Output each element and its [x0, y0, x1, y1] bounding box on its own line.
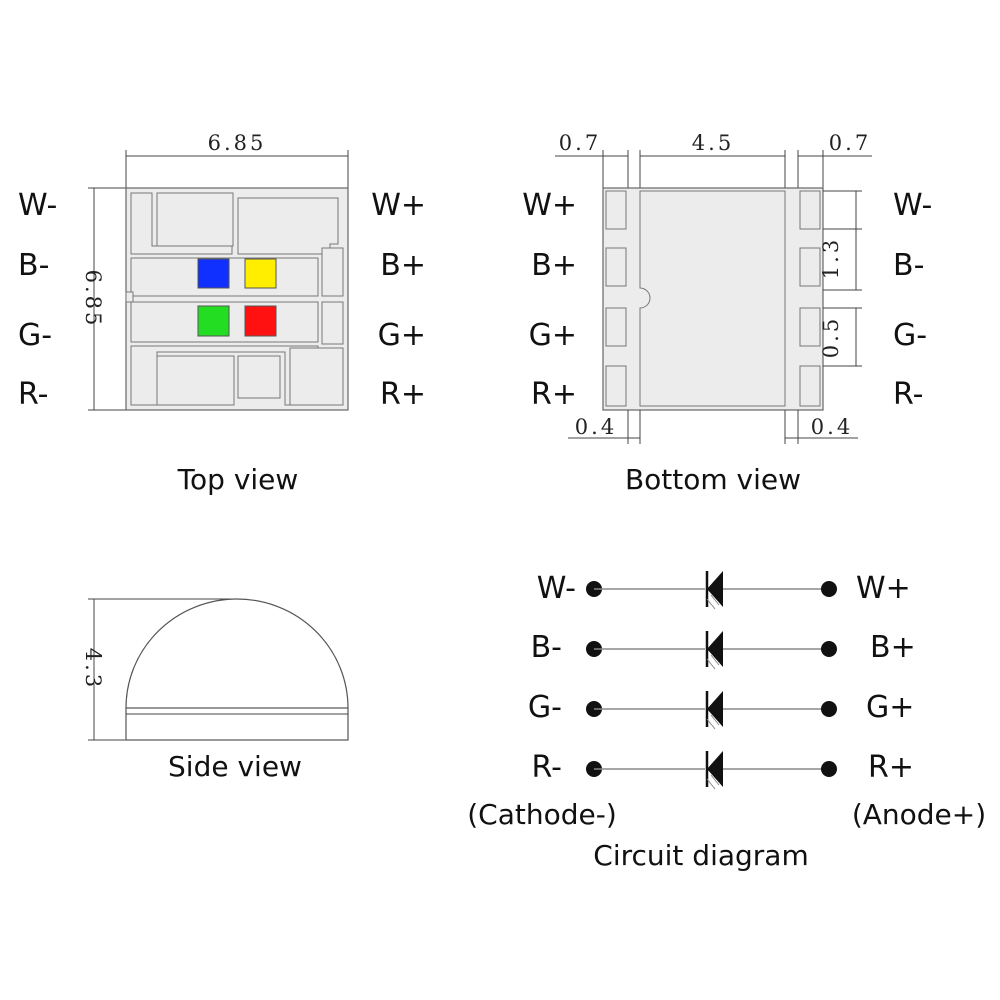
cathode-caption: (Cathode-): [467, 798, 617, 831]
anode-terminal-dot-g: [821, 701, 837, 717]
circuit-cathode-label-r: R-: [532, 750, 562, 785]
bottom-pad-right-4: [799, 365, 821, 407]
top-pad-w-center: [156, 192, 234, 247]
circuit-row-g: G- G+: [528, 690, 914, 730]
anode-caption: (Anode+): [852, 798, 986, 831]
bottom-dim-gap: 0.5: [819, 316, 843, 358]
anode-terminal-dot-b: [821, 641, 837, 657]
diode-symbol-w: [705, 571, 723, 610]
circuit-row-b: B- B+: [531, 630, 916, 670]
diode-symbol-r: [705, 751, 723, 790]
blue-chip: [197, 258, 230, 289]
bottom-pad-right-3: [799, 307, 821, 347]
top-polarity-notch: [125, 291, 134, 303]
green-chip: [197, 305, 230, 337]
top-pad-r-center: [156, 355, 235, 406]
bottom-right-label-g: G-: [893, 318, 927, 353]
bottom-pad-left-2: [605, 247, 627, 287]
circuit-cathode-label-b: B-: [531, 630, 562, 665]
side-package-base: [125, 707, 349, 741]
yellow-chip: [244, 258, 277, 289]
red-chip: [244, 305, 277, 337]
top-left-label-g: G-: [18, 318, 52, 353]
side-view: 4.3 Side view: [81, 598, 349, 783]
side-view-caption: Side view: [168, 750, 302, 783]
circuit-row-r: R- R+: [532, 750, 914, 790]
top-right-label-b: B+: [380, 248, 426, 283]
bottom-right-label-r: R-: [893, 377, 923, 412]
bottom-dim-left-gap: 0.4: [575, 415, 617, 439]
top-width-dimension: 6.85: [208, 131, 267, 155]
bottom-pad-right-1: [799, 190, 821, 230]
bottom-dim-left-pad: 0.7: [559, 131, 601, 155]
top-left-label-w: W-: [18, 188, 57, 223]
top-pad-g-right: [321, 301, 344, 345]
bottom-view-caption: Bottom view: [625, 463, 801, 496]
diode-symbol-b: [705, 631, 723, 670]
anode-terminal-dot-w: [821, 581, 837, 597]
circuit-diagram-caption: Circuit diagram: [593, 839, 808, 872]
bottom-left-label-w: W+: [522, 188, 577, 223]
top-left-label-b: B-: [18, 248, 49, 283]
bottom-dim-pitch: 1.3: [819, 237, 843, 279]
top-right-label-g: G+: [378, 318, 426, 353]
anode-terminal-dot-r: [821, 761, 837, 777]
bottom-view: 0.7 4.5 0.7 1.3 0.5 0.4 0.4: [522, 131, 932, 496]
bottom-dim-center-pad: 4.5: [692, 131, 734, 155]
top-view-caption: Top view: [177, 463, 299, 496]
bottom-dim-right-pad: 0.7: [829, 131, 871, 155]
circuit-cathode-label-g: G-: [528, 690, 562, 725]
circuit-anode-label-b: B+: [870, 630, 916, 665]
circuit-cathode-label-w: W-: [537, 571, 576, 606]
top-view: 6.85 6.85 W- B- G- R- W+ B+ G+ R+: [18, 131, 426, 496]
top-right-label-w: W+: [371, 188, 426, 223]
bottom-pad-right-2: [799, 247, 821, 287]
top-pad-b-right: [321, 247, 344, 297]
bottom-left-label-g: G+: [529, 318, 577, 353]
top-right-label-r: R+: [380, 377, 426, 412]
diode-symbol-g: [705, 691, 723, 730]
top-pad-r-right: [289, 347, 344, 406]
bottom-pad-left-3: [605, 307, 627, 347]
circuit-anode-label-r: R+: [868, 750, 914, 785]
top-height-dimension: 6.85: [81, 270, 105, 329]
bottom-left-label-b: B+: [531, 248, 577, 283]
bottom-right-label-b: B-: [893, 248, 924, 283]
top-left-label-r: R-: [18, 377, 48, 412]
bottom-thermal-pad: [639, 190, 786, 407]
bottom-left-label-r: R+: [531, 377, 577, 412]
top-pad-r-mid: [237, 355, 281, 399]
bottom-right-label-w: W-: [893, 188, 932, 223]
bottom-pad-left-1: [605, 190, 627, 230]
side-dome-lens: [125, 598, 349, 709]
circuit-anode-label-w: W+: [856, 571, 911, 606]
side-height-dimension: 4.3: [81, 648, 105, 690]
bottom-dim-right-gap: 0.4: [811, 415, 853, 439]
circuit-row-w: W- W+: [537, 571, 911, 610]
circuit-anode-label-g: G+: [866, 690, 914, 725]
bottom-pad-left-4: [605, 365, 627, 407]
circuit-diagram: W- W+ B- B+: [467, 571, 986, 872]
